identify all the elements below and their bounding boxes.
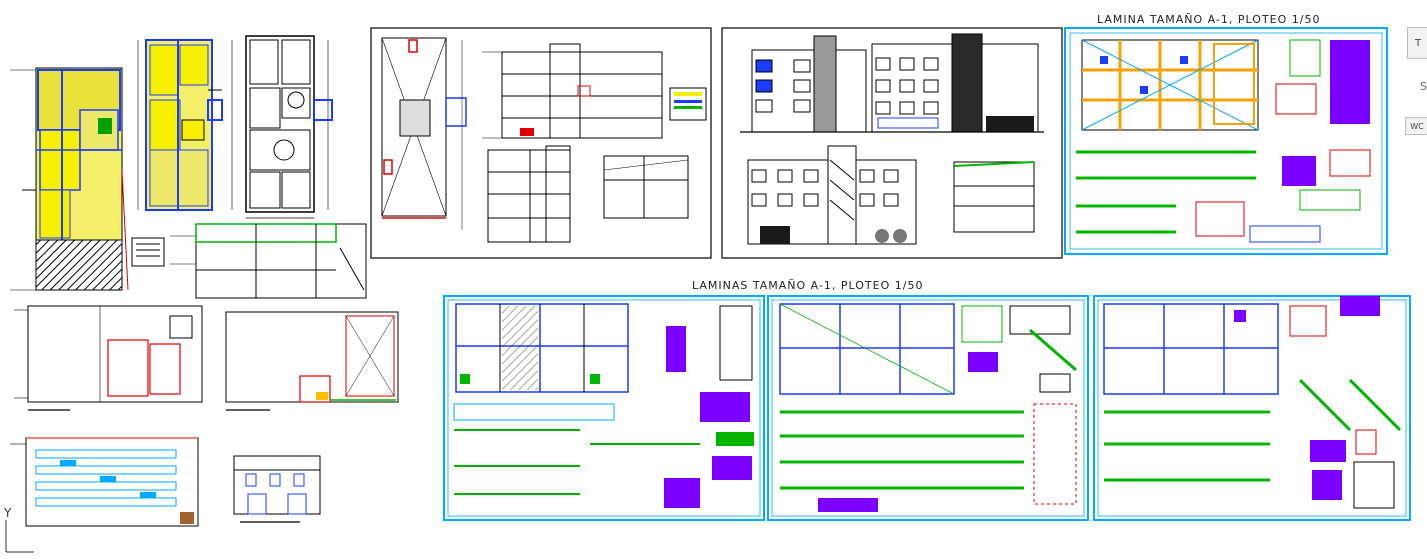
- longitudinal-section[interactable]: [170, 223, 367, 299]
- floor-plan-3[interactable]: [231, 35, 333, 219]
- ground-floor-plan[interactable]: [14, 305, 203, 411]
- wcs-menu-button[interactable]: WC: [1405, 117, 1427, 135]
- sheet-lower-2[interactable]: [767, 295, 1089, 521]
- upper-floor-plan[interactable]: [225, 311, 399, 411]
- sheet-lower-1[interactable]: [443, 295, 765, 521]
- sheet-title-a1-plural: LAMINAS TAMAÑO A-1, PLOTEO 1/50: [692, 279, 924, 292]
- viewcube-partial-label: S: [1420, 80, 1427, 93]
- sheet-sections[interactable]: [370, 27, 712, 259]
- sheet-title-a1: LAMINA TAMAÑO A-1, PLOTEO 1/50: [1097, 13, 1321, 26]
- sheet-lower-3[interactable]: [1093, 295, 1411, 521]
- floor-plan-2[interactable]: [137, 39, 223, 211]
- ucs-y-label: Y: [4, 506, 12, 520]
- ucs-icon: [5, 520, 34, 553]
- sheet-elevations[interactable]: [721, 27, 1063, 259]
- store-layout-plan[interactable]: [10, 437, 199, 527]
- small-facade-elevation[interactable]: [233, 455, 321, 523]
- floor-plan-1[interactable]: [10, 67, 165, 291]
- viewcube-top-button[interactable]: T: [1407, 27, 1427, 59]
- sheet-structural-a1[interactable]: [1064, 27, 1388, 255]
